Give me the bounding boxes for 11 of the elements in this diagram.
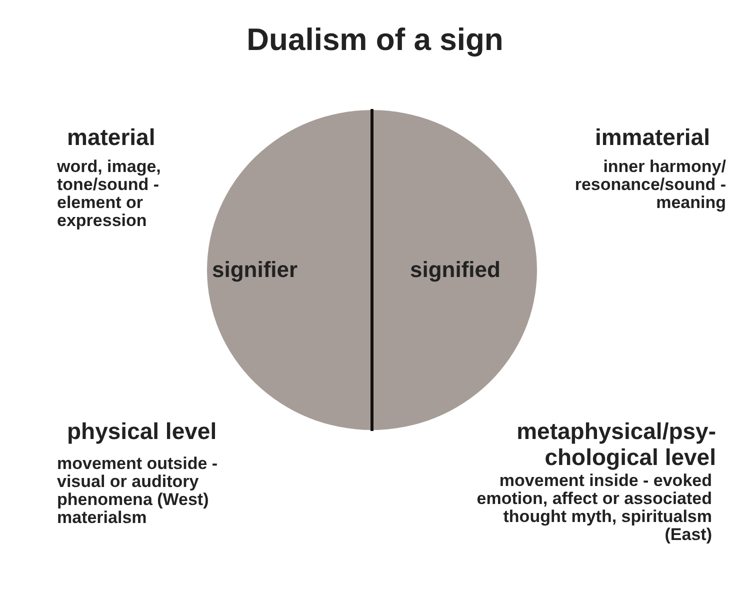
node-label: signifier xyxy=(212,257,298,283)
description: word, image, tone/sound - element or expression xyxy=(57,158,162,230)
heading: material xyxy=(67,124,156,150)
heading: physical level xyxy=(67,418,217,444)
node-label: signified xyxy=(410,257,500,283)
heading: metaphysical/psy- chological level xyxy=(516,418,716,470)
title: Dualism of a sign xyxy=(246,22,504,58)
heading: immaterial xyxy=(594,124,710,150)
description: movement outside - visual or auditory phenomena (West) materialsm xyxy=(57,455,219,527)
description: inner harmony/ resonance/sound - meaning xyxy=(574,158,726,212)
description: movement inside - evoked emotion, affect or associated thought myth, spiritualsm (East) xyxy=(476,472,712,544)
